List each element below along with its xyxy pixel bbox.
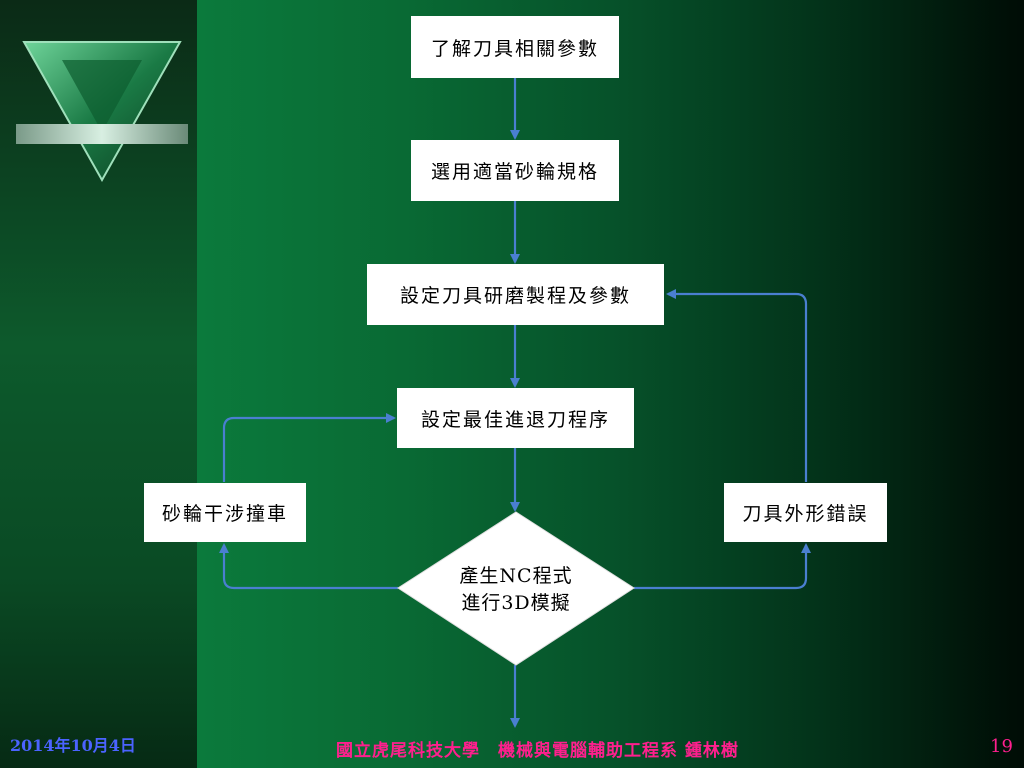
flow-decision-label: 產生NC程式 進行3D模擬 xyxy=(398,560,634,620)
flow-step-understand-tool-params: 了解刀具相關參數 xyxy=(411,16,619,78)
flow-step-set-grinding-process: 設定刀具研磨製程及參數 xyxy=(367,264,664,325)
flow-branch-wheel-collision: 砂輪干涉撞車 xyxy=(144,483,306,542)
triangle-logo-icon xyxy=(16,41,188,182)
page-number: 19 xyxy=(990,736,1013,757)
decision-line-3d-simulation: 進行3D模擬 xyxy=(461,592,571,614)
main-content xyxy=(197,0,1024,768)
sidebar-panel xyxy=(0,0,197,768)
footer-institution: 國立虎尾科技大學 機械與電腦輔助工程系 鍾林樹 xyxy=(336,741,739,761)
arrow-decision-to-left-branch xyxy=(219,543,398,590)
arrow-right-branch-to-step3 xyxy=(666,289,808,482)
decision-line-generate-nc: 產生NC程式 xyxy=(459,565,573,587)
decision-diamond xyxy=(397,511,635,666)
arrow-left-branch-to-step4 xyxy=(222,413,396,482)
arrow-decision-to-right-branch xyxy=(634,543,811,590)
flow-step-select-wheel-spec: 選用適當砂輪規格 xyxy=(411,140,619,201)
flow-step-set-approach-retract: 設定最佳進退刀程序 xyxy=(397,388,634,448)
footer-date: 2014年10月4日 xyxy=(10,736,136,755)
flow-branch-tool-shape-error: 刀具外形錯誤 xyxy=(724,483,887,542)
